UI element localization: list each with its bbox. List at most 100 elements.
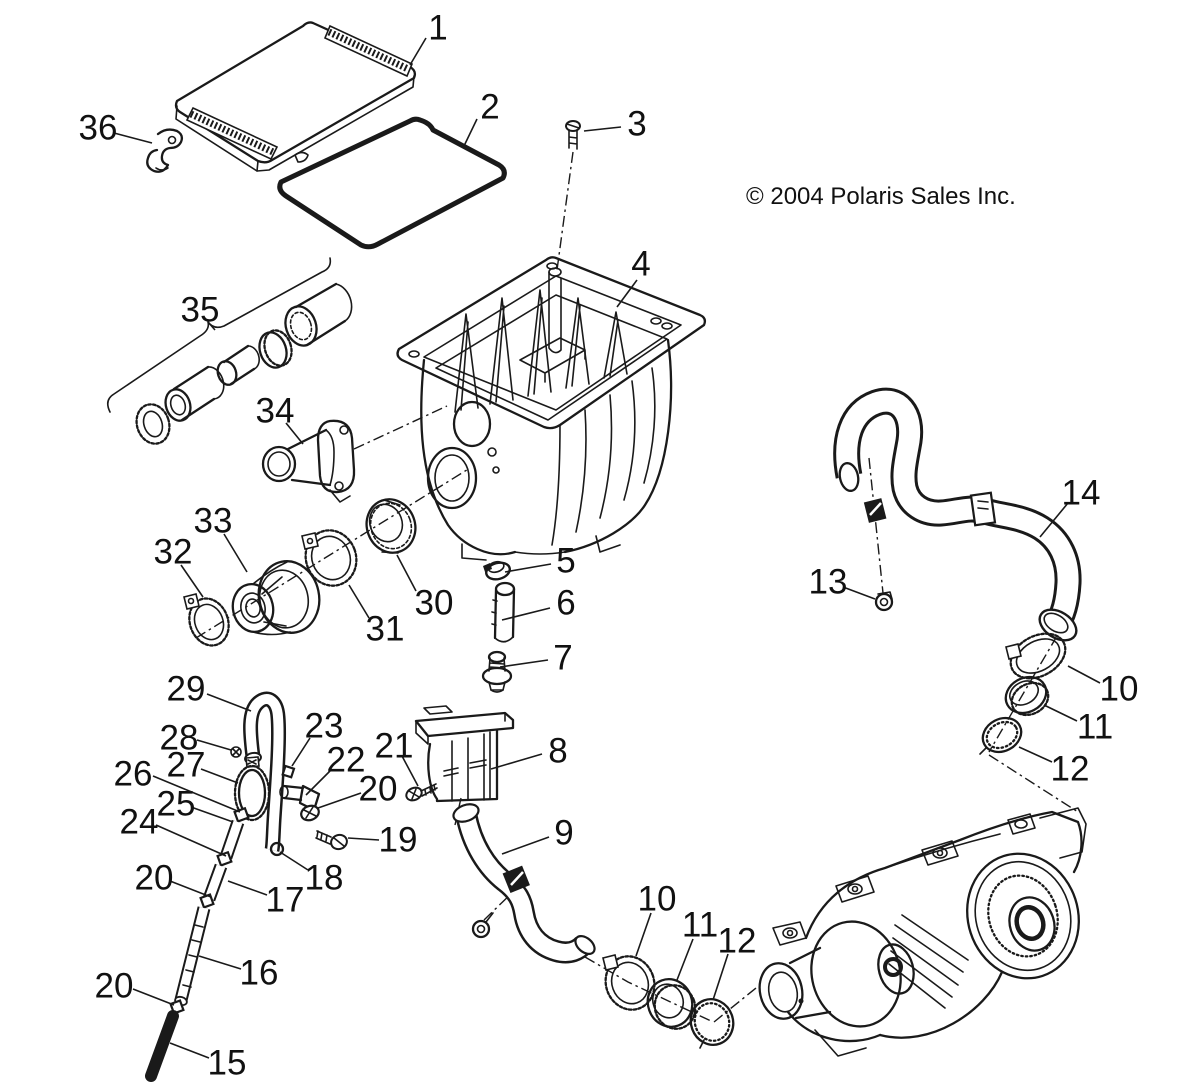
part-36-clamp <box>146 128 184 173</box>
callout-17-label-16: 17 <box>266 881 305 920</box>
callout-14-label-13: 14 <box>1062 474 1101 513</box>
part-4-airbox <box>396 256 707 561</box>
callout-12-label-40: 12 <box>718 922 757 961</box>
part-13-clamp-on-hose <box>502 865 530 894</box>
callout-4-label-3: 4 <box>631 245 650 284</box>
callout-2-label-1: 2 <box>480 88 499 127</box>
part-29-vent-hose <box>243 691 287 852</box>
callout-7-label-6: 7 <box>553 639 572 678</box>
part-28-screw <box>230 746 242 758</box>
callout-31-leader-32 <box>348 584 370 619</box>
callout-7-leader-6 <box>499 659 549 668</box>
part-35-sleeve-kit <box>106 257 353 445</box>
callout-36-leader-37 <box>113 132 153 144</box>
callout-22-leader-23 <box>305 770 331 796</box>
part-32-clamp <box>183 593 230 647</box>
part-23-clip <box>281 764 296 779</box>
part-24-clamp <box>216 850 233 867</box>
part-21-screw <box>405 783 438 802</box>
callout-34-leader-35 <box>285 422 304 445</box>
callout-30-leader-31 <box>396 554 417 592</box>
callout-19-label-18: 19 <box>379 821 418 860</box>
callout-6-leader-5 <box>501 607 551 621</box>
callout-27-label-28: 27 <box>167 746 206 785</box>
part-11-ring-bottom <box>646 978 697 1030</box>
callout-20-leader-20 <box>169 880 212 898</box>
callout-17-leader-16 <box>227 880 268 896</box>
callout-4-leader-3 <box>616 279 638 308</box>
callout-9-label-8: 9 <box>554 814 573 853</box>
part-9-outlet-hose <box>452 803 596 964</box>
callout-1-leader-0 <box>409 37 427 66</box>
callout-24-leader-25 <box>155 824 227 857</box>
part-5-cap <box>483 560 511 581</box>
part-27-valve-bulb <box>233 756 271 822</box>
callout-28-leader-29 <box>196 739 232 751</box>
callout-15-leader-14 <box>169 1042 210 1059</box>
part-13-screw-bottom <box>471 912 494 939</box>
part-30-sleeve <box>365 498 417 554</box>
part-22-elbow-fitting <box>279 784 321 822</box>
part-6-breather-tube <box>491 581 516 643</box>
callout-33-leader-34 <box>223 533 248 573</box>
callout-5-label-4: 5 <box>556 542 575 581</box>
callout-10-leader-9 <box>1067 665 1101 684</box>
callout-11-leader-39 <box>676 938 694 981</box>
callout-10-leader-38 <box>635 912 652 957</box>
part-12-ring-right <box>979 716 1023 755</box>
hose-clamp-tab-dark <box>863 498 887 523</box>
callout-21-leader-22 <box>401 755 419 787</box>
callout-9-leader-8 <box>501 836 550 855</box>
part-1-cover <box>174 21 417 172</box>
part-20-clamp-mid <box>199 893 215 909</box>
callout-12-leader-40 <box>712 953 729 1001</box>
callout-8-label-7: 8 <box>548 732 567 771</box>
callout-6-label-5: 6 <box>556 584 575 623</box>
callout-20-leader-19 <box>317 792 362 809</box>
callout-16-leader-15 <box>198 955 242 970</box>
callout-3-label-2: 3 <box>627 105 646 144</box>
callout-19-leader-18 <box>347 837 380 841</box>
callout-22-label-23: 22 <box>327 741 366 780</box>
callout-23-label-24: 23 <box>305 707 344 746</box>
callout-13-leader-12 <box>842 586 876 600</box>
part-34-inlet-tube <box>261 419 356 503</box>
part-10-clamp-bottom <box>602 954 656 1011</box>
callout-15-label-14: 15 <box>208 1044 247 1083</box>
callout-33-label-34: 33 <box>194 502 233 541</box>
hose-clamp-tab-light <box>969 491 997 527</box>
callout-30-label-31: 30 <box>415 584 454 623</box>
part-33-boot <box>231 560 321 636</box>
callout-35-label-36: 35 <box>181 291 220 330</box>
callout-3-leader-2 <box>583 126 622 132</box>
callout-11-leader-10 <box>1043 704 1078 722</box>
callout-35-leader-36 <box>207 321 216 331</box>
part-13-screw-right <box>874 591 894 612</box>
callout-25-leader-26 <box>190 806 234 823</box>
callout-1-label-0: 1 <box>428 9 447 48</box>
part-7-fitting <box>481 650 513 693</box>
callout-12-label-11: 12 <box>1051 750 1090 789</box>
callout-21-label-22: 21 <box>375 727 414 766</box>
copyright-text: © 2004 Polaris Sales Inc. <box>746 183 1016 210</box>
callout-20-label-19: 20 <box>359 770 398 809</box>
callout-12-leader-11 <box>1018 746 1053 763</box>
part-10-clamp-right <box>1005 632 1067 680</box>
part-12-ring-bottom <box>689 998 735 1049</box>
part-20-nut <box>300 804 320 822</box>
callout-13-label-12: 13 <box>809 563 848 602</box>
callout-24-label-25: 24 <box>120 803 159 842</box>
part-17-hose <box>202 863 228 902</box>
callout-20-label-21: 20 <box>95 967 134 1006</box>
callout-10-label-38: 10 <box>638 880 677 919</box>
callout-2-leader-1 <box>463 118 478 147</box>
callout-10-label-9: 10 <box>1100 670 1139 709</box>
part-14-intake-hose <box>833 387 1082 642</box>
part-15-drain-tube <box>145 1010 179 1082</box>
callout-26-leader-27 <box>152 775 241 813</box>
part-16-hose <box>174 906 211 1007</box>
callout-18-leader-17 <box>279 851 309 871</box>
